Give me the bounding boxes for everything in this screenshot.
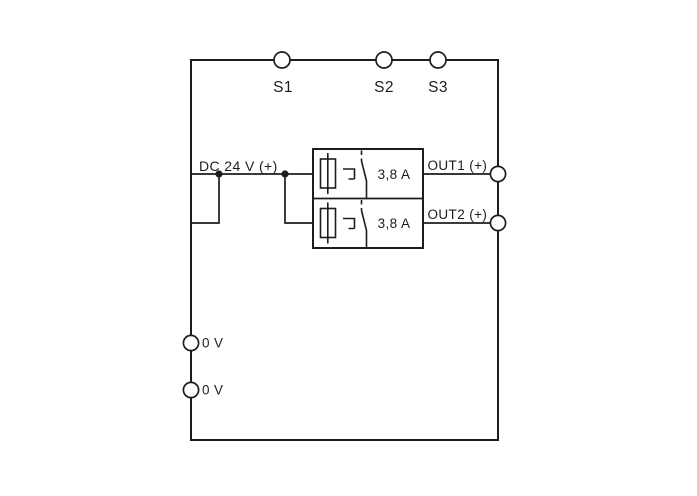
junction-dot (281, 170, 289, 178)
label-rating-2: 3,8 A (378, 216, 411, 231)
terminal-out1 (489, 165, 507, 183)
label-rating-1: 3,8 A (378, 167, 411, 182)
label-0v-1: 0 V (202, 336, 223, 351)
latch-icon (343, 217, 356, 230)
breaker-channel-2-icon (319, 200, 368, 248)
junction-dot (215, 170, 223, 178)
label-s2: S2 (374, 79, 394, 96)
terminal-s3 (429, 51, 447, 69)
label-0v-2: 0 V (202, 383, 223, 398)
terminal-s2 (375, 51, 393, 69)
fuse-icon (319, 158, 337, 189)
terminal-s1 (273, 51, 291, 69)
label-out2: OUT2 (+) (428, 207, 488, 222)
terminal-out2 (489, 214, 507, 232)
feed-loop-wire (191, 174, 220, 224)
label-s3: S3 (428, 79, 448, 96)
latch-icon (343, 168, 356, 180)
terminal-0v-2 (182, 381, 200, 399)
breaker-channel-1-icon (319, 150, 368, 199)
circuit-frame (190, 59, 499, 441)
label-dc-input: DC 24 V (+) (199, 158, 278, 174)
terminal-0v-1 (182, 334, 200, 352)
label-s1: S1 (273, 79, 293, 96)
contact-blade-icon (360, 160, 368, 199)
channel2-branch-wire (284, 174, 313, 224)
contact-blade-icon (360, 210, 368, 248)
label-out1: OUT1 (+) (428, 158, 488, 173)
fuse-icon (319, 207, 337, 239)
